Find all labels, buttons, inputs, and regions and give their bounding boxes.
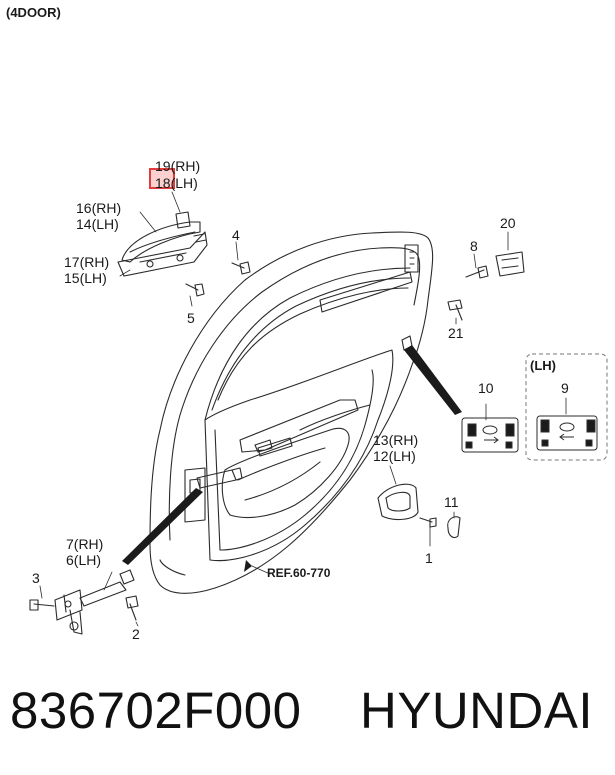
- callout-7-rh: 7(RH): [66, 536, 104, 552]
- wedge-door-check: [122, 488, 203, 565]
- lh-variant-label: (LH): [530, 358, 556, 373]
- lock-indicator-9: [536, 415, 598, 451]
- callout-14-lh: 14(LH): [76, 216, 119, 232]
- callout-9: 9: [561, 380, 569, 396]
- callout-20: 20: [500, 215, 516, 231]
- callout-16-rh: 16(RH): [76, 200, 122, 216]
- striker-plate: [495, 251, 525, 277]
- callout-2: 2: [132, 626, 140, 642]
- callout-5: 5: [187, 310, 195, 326]
- callout-12-lh: 12(LH): [373, 448, 416, 464]
- handle-base: [117, 231, 208, 277]
- reference-label: REF.60-770: [267, 566, 331, 580]
- armrest: [221, 427, 350, 519]
- callout-19-rh: 19(RH): [155, 158, 201, 174]
- callout-18-lh: 18(LH): [155, 175, 198, 191]
- callout-10: 10: [478, 380, 494, 396]
- brand-name: HYUNDAI: [360, 682, 594, 739]
- callout-17-rh: 17(RH): [64, 254, 110, 270]
- selected-part-highlight: [149, 168, 175, 189]
- callout-21: 21: [448, 325, 464, 341]
- callout-6-lh: 6(LH): [66, 552, 102, 568]
- callout-3: 3: [32, 570, 40, 586]
- callout-1: 1: [425, 550, 433, 566]
- variant-label: (4DOOR): [6, 5, 61, 20]
- door-trim-panel: [204, 349, 394, 562]
- door-check: [54, 589, 83, 621]
- door-exploded-diagram: [29, 191, 608, 635]
- callout-4: 4: [232, 227, 240, 243]
- inside-handle: [377, 483, 419, 521]
- window-channel: [204, 267, 411, 421]
- outside-handle: [121, 221, 201, 263]
- part-number: 836702F000: [10, 682, 302, 739]
- lock-indicator-10: [461, 417, 519, 453]
- wedge-lock-panel: [404, 345, 462, 415]
- callout-15-lh: 15(LH): [64, 270, 107, 286]
- callout-8: 8: [470, 238, 478, 254]
- door-outer-frame: [149, 231, 434, 594]
- callout-11: 11: [444, 494, 459, 510]
- callout-13-rh: 13(RH): [373, 432, 419, 448]
